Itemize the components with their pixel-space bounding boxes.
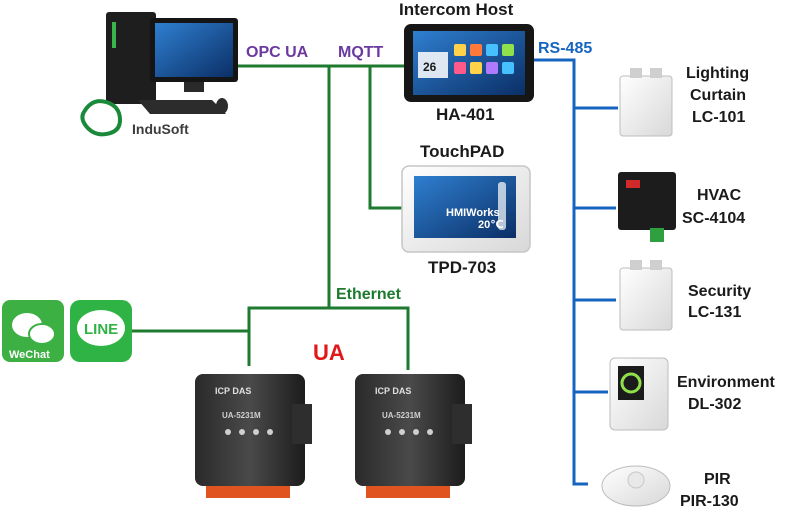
rs485-trunk bbox=[533, 58, 588, 486]
intercom-weather-tile bbox=[418, 52, 448, 78]
ua-controller-1-terminal-block bbox=[206, 486, 290, 498]
ua-controller-2-model: UA-5231M bbox=[382, 411, 421, 420]
ua-controller-1-bracket bbox=[292, 404, 312, 444]
pc-tower bbox=[106, 12, 156, 104]
line-label: LINE bbox=[84, 321, 119, 338]
pc-workstation bbox=[80, 12, 238, 137]
ua-controller-2-bracket bbox=[452, 404, 472, 444]
ua-controller-1-brand: ICP DAS bbox=[215, 386, 252, 396]
hvac-controller bbox=[618, 172, 676, 242]
touchpad-tpd703 bbox=[401, 165, 531, 253]
rs485-label: RS-485 bbox=[538, 40, 593, 57]
pir-model: PIR-130 bbox=[680, 493, 739, 510]
ua-controller-2-body bbox=[355, 374, 465, 486]
wechat-label: WeChat bbox=[9, 349, 50, 361]
pc-monitor-stand bbox=[184, 82, 204, 92]
intercom-screen-temp: 26 bbox=[423, 60, 437, 74]
ethernet-wiring bbox=[130, 64, 410, 370]
ua-controller-1-model: UA-5231M bbox=[222, 411, 261, 420]
lighting-label-1: Lighting bbox=[686, 65, 750, 82]
ua-controller-1-body bbox=[195, 374, 305, 486]
mqtt-to-touchpad-link bbox=[368, 66, 402, 210]
ethernet-label: Ethernet bbox=[336, 286, 401, 303]
intercom-model: HA-401 bbox=[436, 105, 495, 124]
pir-sensor bbox=[601, 465, 671, 507]
pc-brand: InduSoft bbox=[132, 121, 189, 137]
wechat-icon bbox=[2, 300, 64, 362]
security-label: Security bbox=[688, 283, 752, 300]
line-icon bbox=[70, 300, 132, 362]
indusoft-logo-icon bbox=[80, 99, 123, 137]
touchpad-title: TouchPAD bbox=[420, 142, 505, 161]
environment-label: Environment bbox=[677, 374, 775, 391]
environment-sensor bbox=[609, 357, 669, 431]
security-model: LC-131 bbox=[688, 304, 742, 321]
ua-controller-2 bbox=[355, 374, 472, 498]
lighting-label-2: Curtain bbox=[690, 87, 746, 104]
ethernet-bus-to-ua bbox=[247, 306, 410, 370]
ua-label: UA bbox=[313, 340, 345, 365]
pc-power-led bbox=[112, 22, 116, 48]
pir-label: PIR bbox=[704, 471, 731, 488]
touchpad-screen-temp: 20℃ bbox=[478, 219, 504, 231]
hvac-label: HVAC bbox=[697, 187, 742, 204]
lighting-model: LC-101 bbox=[692, 109, 746, 126]
lighting-curtain-module bbox=[619, 68, 673, 137]
environment-model: DL-302 bbox=[688, 396, 742, 413]
ua-controller-2-brand: ICP DAS bbox=[375, 386, 412, 396]
pc-keyboard bbox=[138, 100, 226, 114]
pc-mouse bbox=[216, 98, 228, 114]
ua-controller-2-terminal-block bbox=[366, 486, 450, 498]
pc-monitor-screen bbox=[155, 23, 233, 77]
hvac-model: SC-4104 bbox=[682, 210, 746, 227]
intercom-title: Intercom Host bbox=[399, 0, 514, 19]
touchpad-thermometer-icon bbox=[498, 182, 506, 230]
mqtt-label: MQTT bbox=[338, 44, 384, 61]
intercom-ha401 bbox=[404, 24, 534, 102]
touchpad-model: TPD-703 bbox=[428, 258, 497, 277]
intercom-app-icons bbox=[454, 44, 514, 74]
touchpad-screen-brand: HMIWorks bbox=[446, 207, 500, 219]
security-module bbox=[619, 260, 673, 331]
opc-ua-label: OPC UA bbox=[246, 44, 309, 61]
rs485-wiring bbox=[533, 58, 618, 486]
ua-controller-1 bbox=[195, 374, 312, 498]
